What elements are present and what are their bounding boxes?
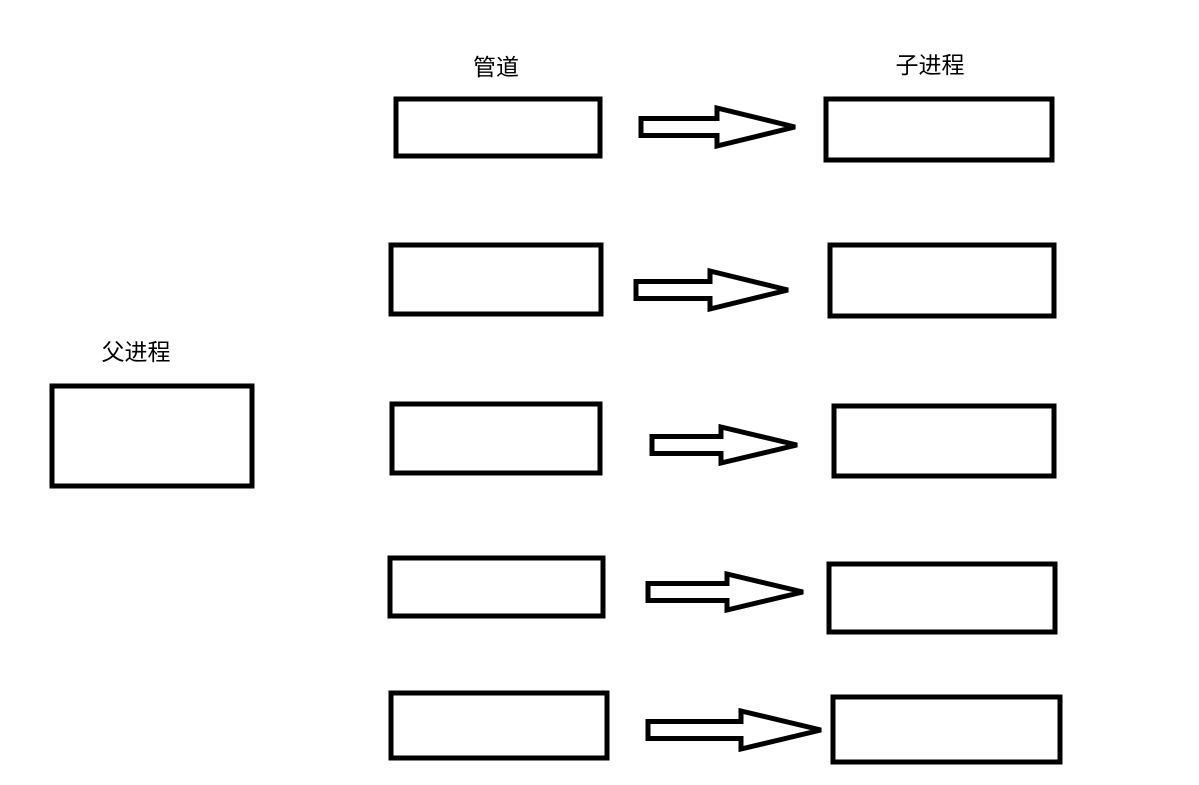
- label-parent-process: 父进程: [101, 340, 171, 366]
- flow-arrow-right-3: [649, 423, 798, 467]
- flow-arrow-right-2: [633, 267, 789, 313]
- child-process-box-2[interactable]: [827, 242, 1057, 319]
- child-process-box-3[interactable]: [831, 403, 1057, 479]
- flow-arrows-group: [633, 104, 822, 753]
- flow-arrow-right-4: [645, 570, 804, 614]
- pipe-box-2[interactable]: [388, 242, 604, 317]
- flow-arrow-right-1: [638, 104, 796, 150]
- parent-process-box[interactable]: [49, 383, 255, 489]
- parent-process-group: [49, 383, 255, 489]
- pipe-box-3[interactable]: [389, 401, 603, 476]
- label-pipe: 管道: [473, 55, 519, 81]
- pipe-boxes-group: [387, 96, 610, 761]
- child-process-box-4[interactable]: [826, 561, 1058, 635]
- flow-arrow-right-5: [645, 707, 822, 753]
- pipe-box-5[interactable]: [388, 690, 610, 761]
- pipe-box-1[interactable]: [393, 96, 603, 159]
- label-child-process: 子进程: [895, 53, 965, 79]
- child-process-box-5[interactable]: [830, 694, 1063, 765]
- child-process-boxes-group: [823, 96, 1063, 765]
- pipe-box-4[interactable]: [387, 555, 606, 619]
- child-process-box-1[interactable]: [823, 96, 1055, 163]
